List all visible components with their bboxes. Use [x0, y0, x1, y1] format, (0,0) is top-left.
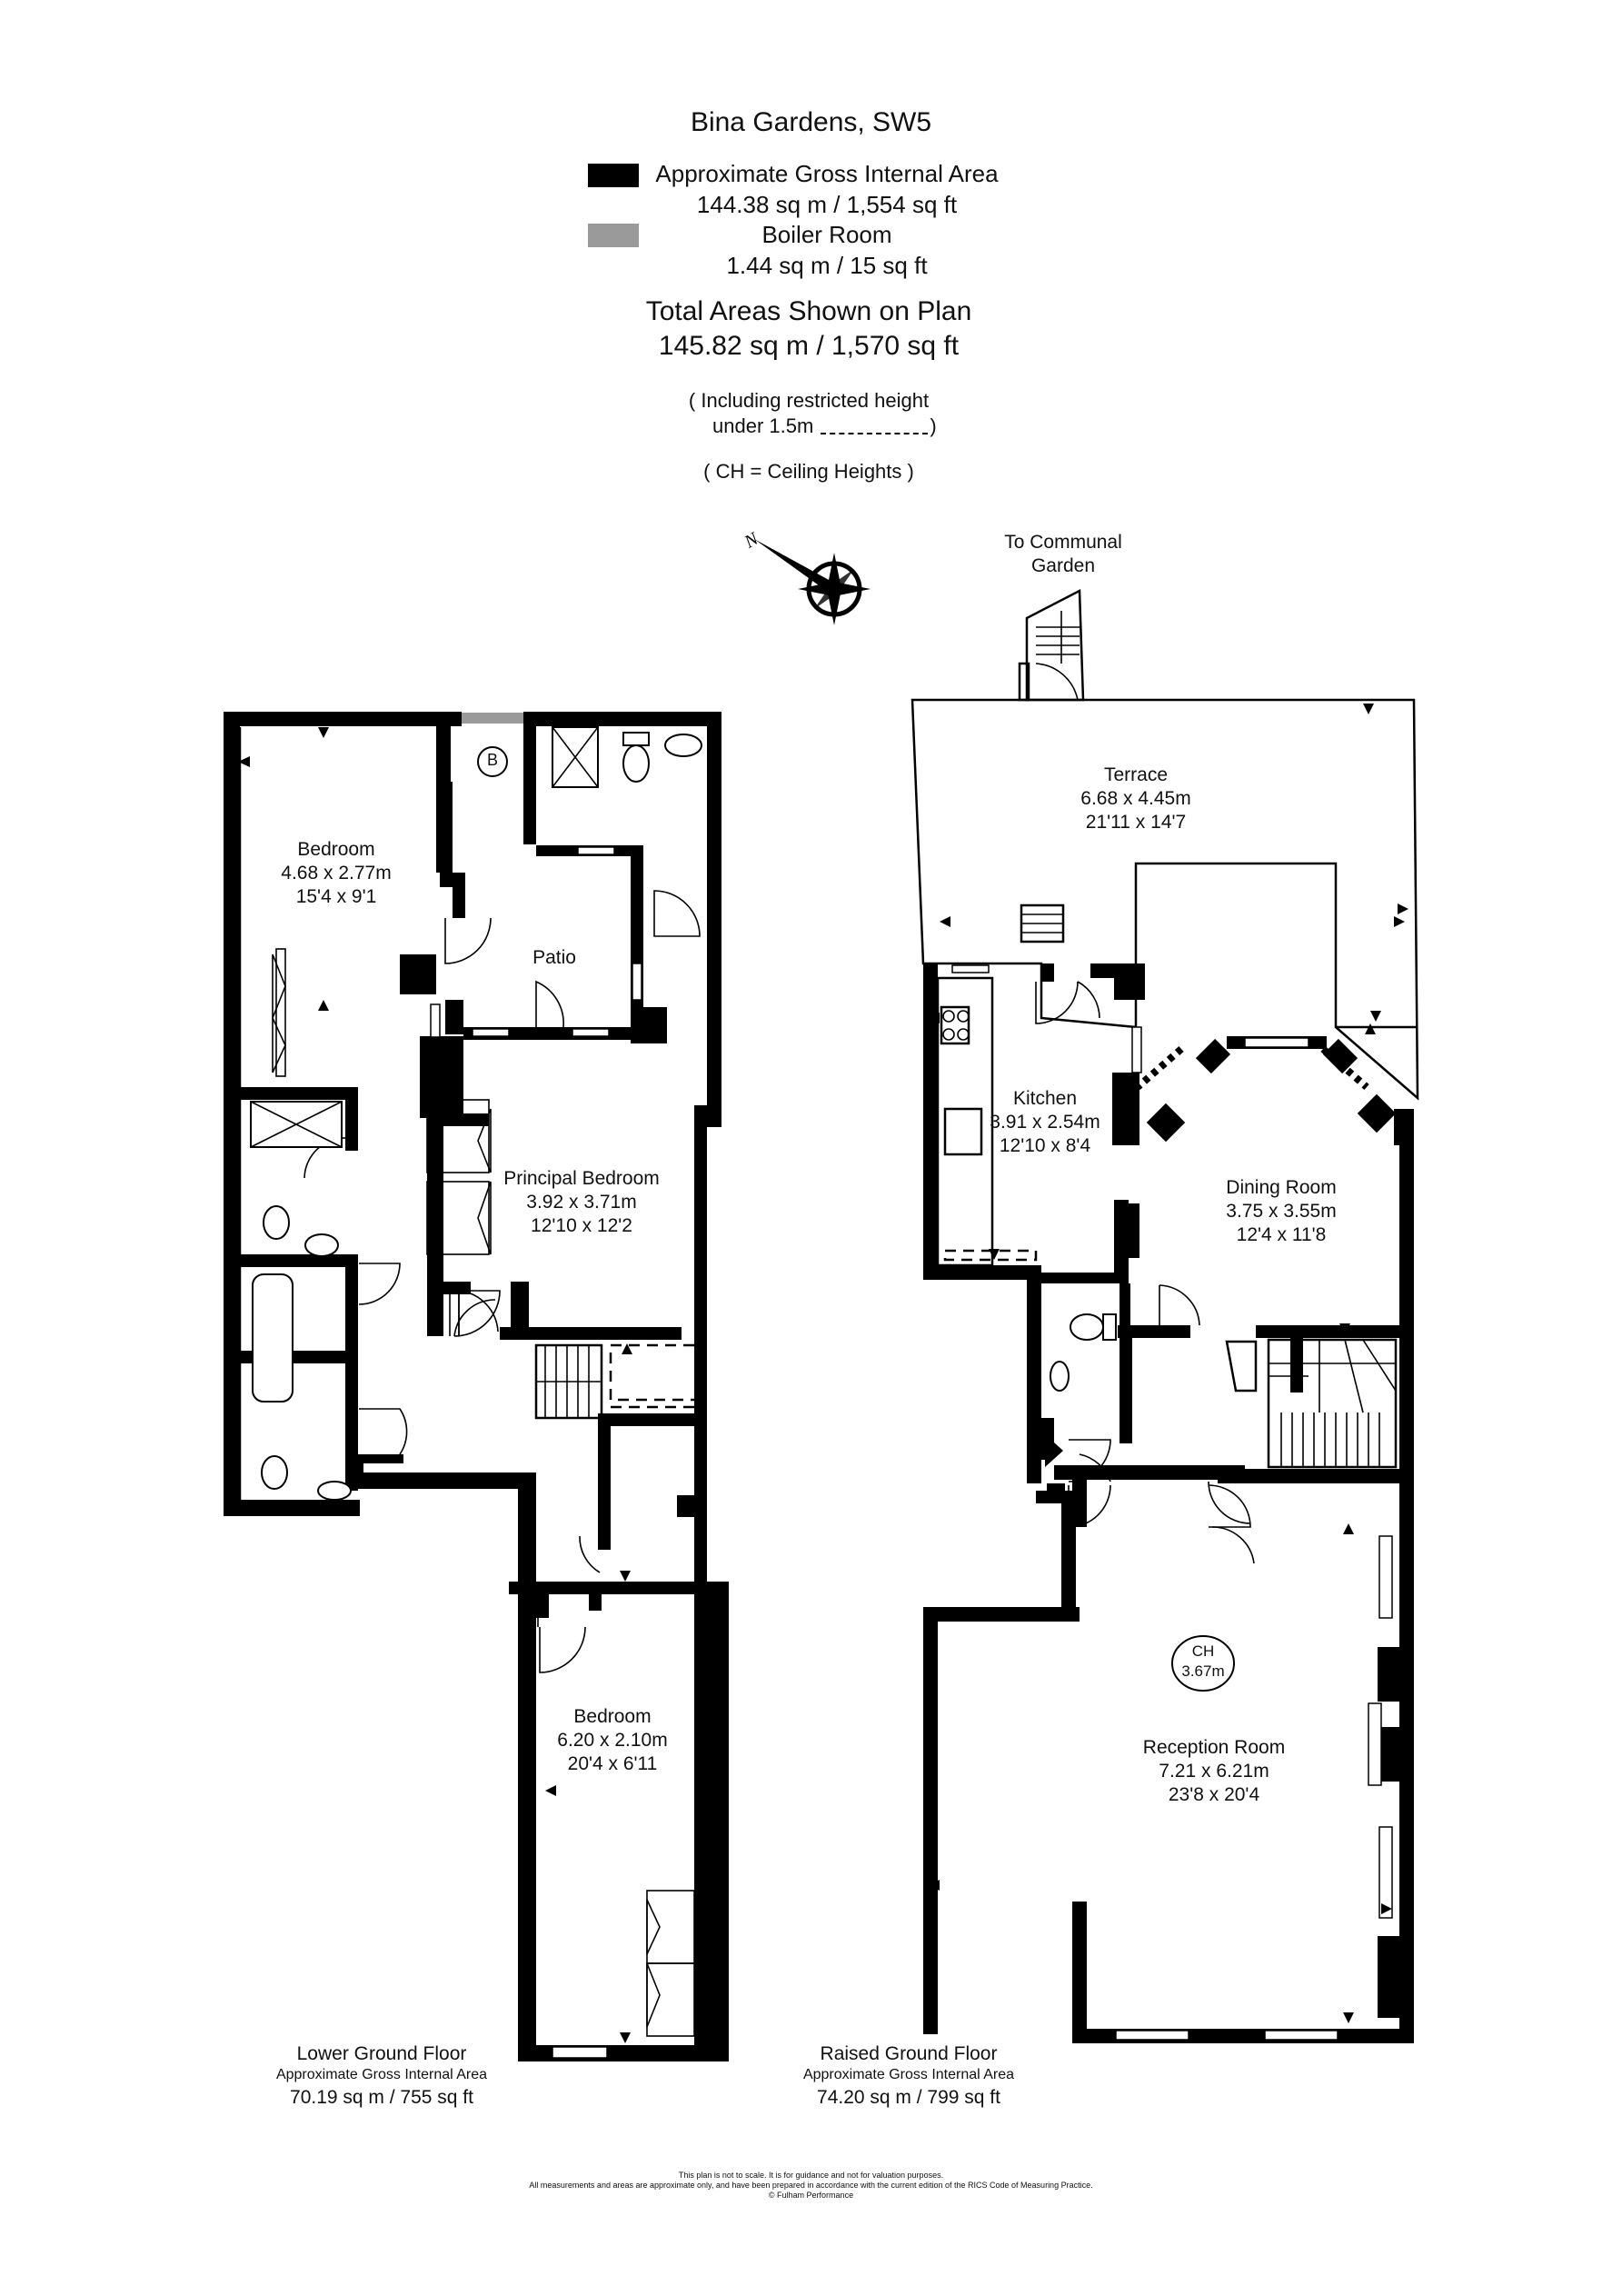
compass-rose-icon — [754, 539, 871, 625]
lower-floor-area: 70.19 sq m / 755 sq ft — [290, 2087, 473, 2108]
boiler-legend-label: Boiler Room — [761, 221, 892, 248]
raised-ground-floor-plan — [911, 588, 1419, 2043]
principal-bedroom-metric: 3.92 x 3.71m — [526, 1192, 637, 1213]
lg-bedroom-1-name: Bedroom — [297, 839, 375, 860]
reception-room-label: Reception Room 7.21 x 6.21m 23'8 x 20'4 — [1123, 1736, 1305, 1807]
terrace-name: Terrace — [1103, 764, 1169, 785]
lg-bedroom-2-name: Bedroom — [573, 1706, 652, 1727]
total-area-value: 145.82 sq m / 1,570 sq ft — [658, 331, 960, 361]
lg-bedroom-2-imperial: 20'4 x 6'11 — [567, 1753, 658, 1774]
kitchen-imperial: 12'10 x 8'4 — [999, 1135, 1091, 1156]
compass-north-label: N — [741, 528, 763, 553]
ceiling-height-label: CH — [1191, 1642, 1215, 1660]
boiler-room-label: B — [486, 751, 498, 769]
dining-room-imperial: 12'4 x 11'8 — [1236, 1224, 1327, 1245]
ceiling-height-note: ( CH = Ceiling Heights ) — [703, 460, 914, 483]
lower-floor-name: Lower Ground Floor — [296, 2043, 467, 2064]
kitchen-label: Kitchen 3.91 x 2.54m 12'10 x 8'4 — [981, 1087, 1109, 1158]
principal-bedroom-label: Principal Bedroom 3.92 x 3.71m 12'10 x 1… — [473, 1167, 691, 1238]
lg-bedroom-1-label: Bedroom 4.68 x 2.77m 15'4 x 9'1 — [264, 838, 409, 909]
dining-room-name: Dining Room — [1226, 1177, 1337, 1198]
disclaimer-line-3: © Fulham Performance — [768, 2191, 854, 2200]
restricted-height-dash-icon — [821, 420, 929, 435]
restricted-height-close: ) — [930, 414, 937, 437]
dining-room-metric: 3.75 x 3.55m — [1226, 1201, 1337, 1222]
garden-label-line1: To Communal — [1004, 532, 1122, 553]
raised-floor-name: Raised Ground Floor — [820, 2043, 998, 2064]
dining-room-label: Dining Room 3.75 x 3.55m 12'4 x 11'8 — [1199, 1176, 1363, 1247]
restricted-height-note-2: under 1.5m ) — [712, 414, 937, 438]
lower-floor-sub: Approximate Gross Internal Area — [275, 2067, 488, 2082]
plan-title: Bina Gardens, SW5 — [690, 107, 932, 137]
principal-bedroom-name: Principal Bedroom — [503, 1168, 660, 1189]
garden-label: To Communal Garden — [963, 531, 1163, 578]
lg-bedroom-2-label: Bedroom 6.20 x 2.10m 20'4 x 6'11 — [540, 1705, 685, 1776]
kitchen-name: Kitchen — [1012, 1088, 1078, 1109]
boiler-legend-swatch — [588, 224, 639, 247]
raised-floor-sub: Approximate Gross Internal Area — [802, 2067, 1015, 2082]
total-area-label: Total Areas Shown on Plan — [645, 296, 972, 326]
boiler-legend-value: 1.44 sq m / 15 sq ft — [726, 252, 928, 279]
disclaimer-line-1: This plan is not to scale. It is for gui… — [678, 2171, 944, 2180]
garden-label-line2: Garden — [1030, 555, 1096, 576]
kitchen-metric: 3.91 x 2.54m — [990, 1112, 1100, 1133]
patio-label: Patio — [532, 947, 576, 968]
lg-bedroom-1-metric: 4.68 x 2.77m — [281, 863, 392, 883]
gia-legend-swatch — [588, 164, 639, 187]
ceiling-height-value: 3.67m — [1181, 1662, 1225, 1680]
principal-bedroom-imperial: 12'10 x 12'2 — [531, 1215, 632, 1236]
restricted-height-note: ( Including restricted height — [688, 389, 930, 412]
restricted-height-text: under 1.5m — [712, 414, 814, 437]
ceiling-height-badge: CH 3.67m — [1172, 1642, 1234, 1682]
gia-legend-label: Approximate Gross Internal Area — [655, 160, 999, 187]
lg-bedroom-2-metric: 6.20 x 2.10m — [557, 1730, 668, 1751]
reception-room-name: Reception Room — [1142, 1737, 1286, 1758]
disclaimer-line-2: All measurements and areas are approxima… — [529, 2181, 1093, 2190]
gia-legend-value: 144.38 sq m / 1,554 sq ft — [696, 191, 958, 218]
raised-floor-area: 74.20 sq m / 799 sq ft — [817, 2087, 1000, 2108]
terrace-imperial: 21'11 x 14'7 — [1085, 812, 1187, 833]
terrace-metric: 6.68 x 4.45m — [1080, 788, 1191, 809]
reception-room-metric: 7.21 x 6.21m — [1159, 1761, 1269, 1782]
lg-bedroom-1-imperial: 15'4 x 9'1 — [295, 886, 377, 907]
terrace-label: Terrace 6.68 x 4.45m 21'11 x 14'7 — [1054, 764, 1218, 834]
lower-ground-floor-plan — [224, 712, 729, 2061]
reception-room-imperial: 23'8 x 20'4 — [1168, 1784, 1260, 1805]
